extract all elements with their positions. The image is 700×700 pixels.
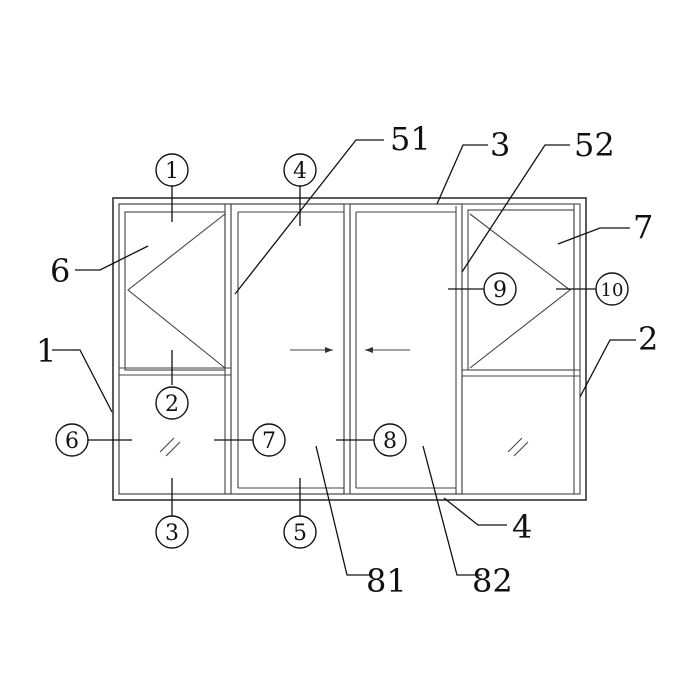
label-81: 81 <box>366 562 407 600</box>
circled-label-10: 10 <box>595 272 629 306</box>
circled-label-7: 7 <box>252 423 286 457</box>
circled-label-2: 2 <box>155 386 189 420</box>
label-6-left: 6 <box>50 252 70 290</box>
circled-label-8-text: 8 <box>383 429 397 454</box>
circled-label-1-text: 1 <box>165 159 179 184</box>
circled-label-8: 8 <box>373 423 407 457</box>
label-3-top: 3 <box>490 126 510 164</box>
leader-lines <box>52 139 636 576</box>
label-52: 52 <box>574 126 615 164</box>
circled-label-5: 5 <box>283 515 317 549</box>
circled-label-1: 1 <box>155 153 189 187</box>
sliding-sash-right <box>349 203 463 495</box>
circled-label-5-text: 5 <box>293 521 307 546</box>
label-4-bottom: 4 <box>512 508 532 546</box>
sliding-sash-left <box>230 203 351 495</box>
right-panel <box>462 204 580 494</box>
label-2-right: 2 <box>638 320 658 358</box>
label-1-left: 1 <box>36 332 56 370</box>
circled-label-4-text: 4 <box>293 159 307 184</box>
circled-label-9-text: 9 <box>493 278 507 303</box>
left-panel <box>118 203 232 495</box>
circled-label-6: 6 <box>55 423 89 457</box>
label-51: 51 <box>390 120 431 158</box>
circled-label-2-text: 2 <box>165 392 179 417</box>
circled-label-3-text: 3 <box>165 521 179 546</box>
circled-label-7-text: 7 <box>262 429 276 454</box>
circled-label-3: 3 <box>155 515 189 549</box>
circled-label-6-text: 6 <box>65 429 79 454</box>
circled-label-9: 9 <box>483 272 517 306</box>
label-82: 82 <box>472 562 513 600</box>
circled-label-10-text: 10 <box>601 280 624 301</box>
circled-label-4-top: 4 <box>283 153 317 187</box>
label-7-right: 7 <box>633 208 653 246</box>
